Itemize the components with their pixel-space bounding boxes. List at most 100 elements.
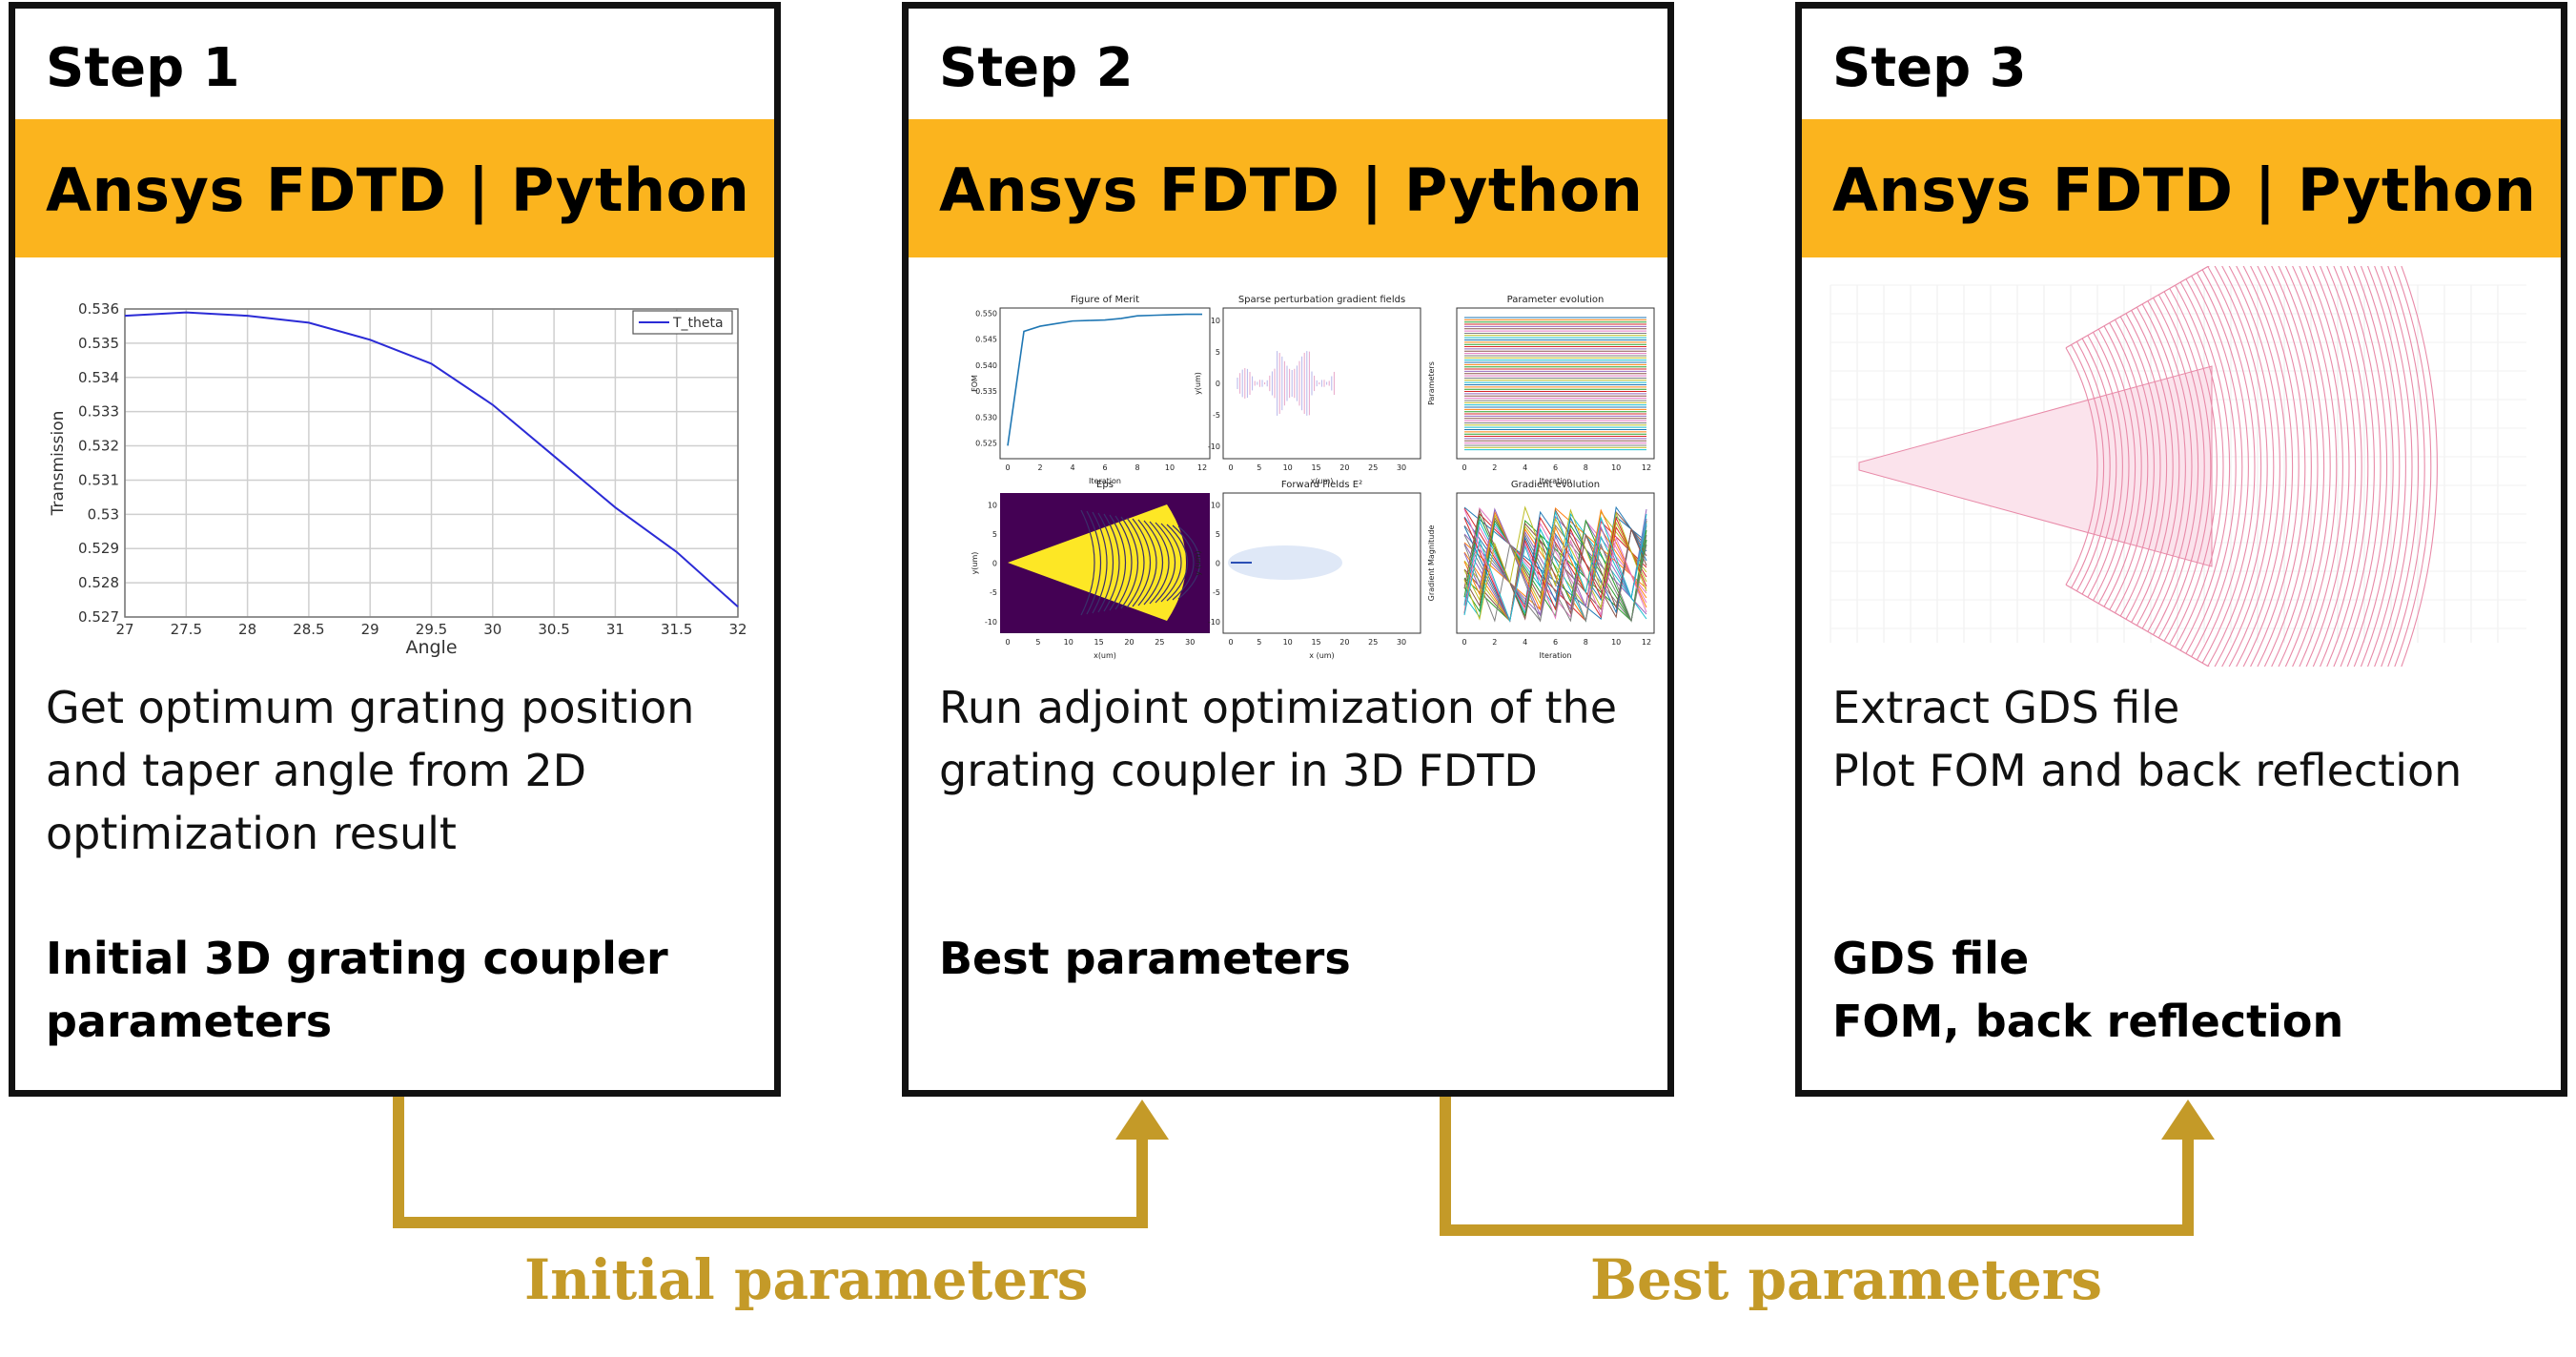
mini-y-tick: 10 [1211,501,1220,509]
mini-plot-xlabel: Iteration [1540,477,1572,485]
banner-label: Ansys FDTD | Python [1832,155,2537,225]
y-tick-label: 0.531 [78,471,119,488]
arrow-head-2 [2161,1100,2215,1140]
eps-grating-tooth [1114,515,1133,610]
eps-grating-tooth [1149,521,1170,605]
eps-grating-tooth [1126,517,1145,608]
y-tick-label: 0.536 [78,300,119,318]
fom-x-tick: 4 [1070,463,1074,472]
grating-arc [2147,300,2193,632]
mini-plot-ylabel: Parameters [1427,361,1436,405]
grating-arc [2163,291,2212,642]
step-3-card: Step 3 Ansys FDTD | Python Extract GDS f… [1795,2,2567,1097]
mini-y-tick: 10 [988,501,997,509]
grating-arc [2261,235,2325,698]
gradient-trace [1463,518,1647,615]
eps-grating-tooth [1132,518,1151,607]
y-tick-label: 0.534 [78,369,119,386]
mini-x-tick: 20 [1339,638,1349,647]
description-line: optimization result [46,808,457,859]
tool-banner: Ansys FDTD | Python [1802,119,2561,257]
grating-arc [2207,266,2262,667]
mini-x-tick: 4 [1523,638,1527,647]
description-line: Get optimum grating position [46,682,695,733]
mini-plot-title: Eps [1096,480,1114,490]
forward-plot-frame [1222,492,1421,634]
step-title: Step 3 [1832,37,2027,99]
tool-banner: Ansys FDTD | Python [909,119,1667,257]
grating-arc [2179,281,2231,651]
fom-x-tick: 0 [1005,463,1010,472]
result-line: Best parameters [939,933,1351,984]
mini-x-tick: 15 [1311,463,1320,472]
fom-y-tick: 0.530 [975,413,997,421]
grating-arc [2321,200,2394,732]
mini-x-tick: 2 [1492,463,1497,472]
x-tick-label: 27.5 [171,621,202,638]
eps-grating-tooth [1103,513,1120,612]
mini-plot-title: Gradient evolution [1511,480,1600,490]
fom-y-tick: 0.550 [975,309,997,318]
grating-arc [2289,219,2357,713]
grating-arc [2305,210,2375,723]
mini-y-tick: -5 [1213,411,1220,420]
banner-label: Ansys FDTD | Python [46,155,750,225]
eps-grating-tooth [1155,522,1176,604]
eps-grating-tooth [1137,519,1157,607]
mini-x-tick: 10 [1283,638,1293,647]
mini-x-tick: 10 [1283,463,1293,472]
mini-x-tick: 25 [1155,638,1164,647]
mini-x-tick: 30 [1185,638,1195,647]
grating-arc [2283,222,2350,710]
x-tick-label: 27 [115,621,133,638]
grating-arc [2273,228,2338,705]
description-line: Plot FOM and back reflection [1832,745,2463,796]
mini-x-tick: 0 [1228,463,1233,472]
mini-y-tick: -10 [1208,442,1220,451]
mini-x-tick: 4 [1523,463,1527,472]
step-result: Initial 3D grating coupler parameters [46,927,770,1053]
grating-arc [2251,241,2312,691]
mini-plot-title: Forward Fields E² [1281,480,1362,490]
mini-x-tick: 20 [1124,638,1134,647]
y-tick-label: 0.527 [78,608,119,626]
grating-arc [2338,191,2413,742]
gradient-trace [1463,527,1647,623]
mini-x-tick: 25 [1368,638,1378,647]
mini-y-tick: -10 [1208,618,1220,627]
gradient-trace [1463,516,1647,623]
fom-series-line [1007,313,1202,446]
eps-grating-tooth [1166,524,1188,602]
grating-arc [2136,306,2180,627]
x-tick-label: 29 [361,621,379,638]
mini-x-tick: 6 [1553,463,1558,472]
x-tick-label: 29.5 [416,621,447,638]
mini-x-tick: 0 [1462,463,1466,472]
grating-arc [2327,197,2401,735]
mini-y-tick: 0 [1216,380,1220,388]
fom-x-tick: 6 [1102,463,1107,472]
mini-x-tick: 12 [1642,463,1651,472]
eps-grating-tooth [1143,520,1163,606]
fom-plot-frame [999,307,1211,460]
mini-x-tick: 2 [1492,638,1497,647]
grating-arc [2109,322,2149,610]
x-tick-label: 30 [483,621,501,638]
banner-label: Ansys FDTD | Python [939,155,1644,225]
eps-grating-tooth [1080,509,1095,616]
mini-x-tick: 0 [1462,638,1466,647]
grating-arc [2196,272,2249,661]
fom-x-tick: 12 [1197,463,1207,472]
description-line: grating coupler in 3D FDTD [939,745,1538,796]
gradient-trace [1463,543,1647,623]
grating-arc [2229,254,2287,679]
y-tick-label: 0.53 [88,505,119,523]
eps-grating-tooth [1172,524,1195,601]
mini-x-tick: 8 [1584,463,1588,472]
gradient-trace [1463,508,1647,623]
mini-plot-xlabel: x(um) [1094,651,1116,660]
eps-grating-tooth [1086,510,1101,615]
grating-arc [2141,303,2186,629]
